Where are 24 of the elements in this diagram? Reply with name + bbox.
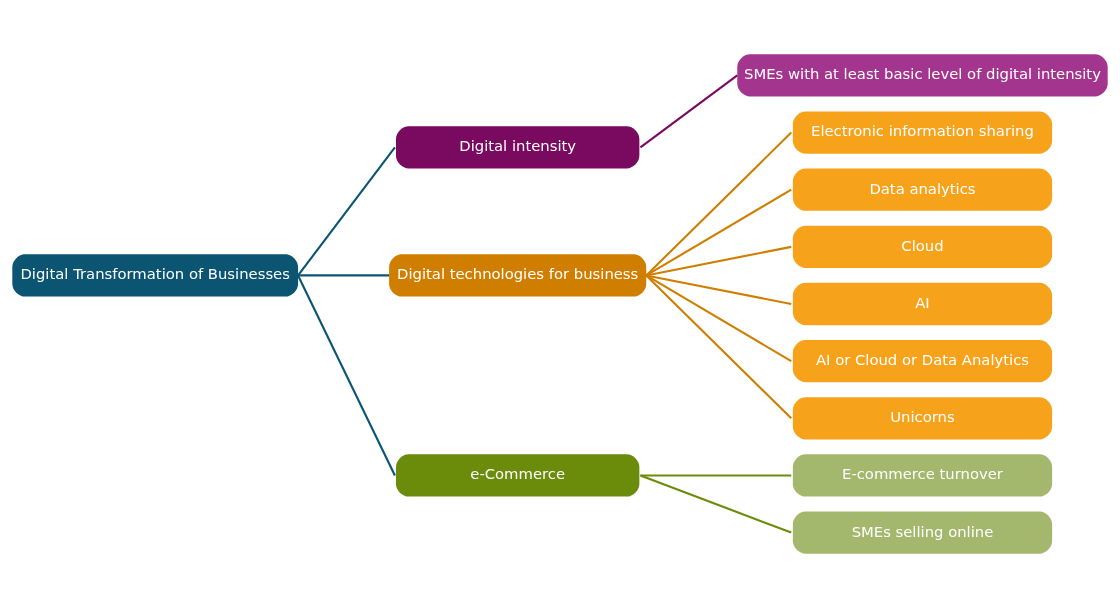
node-box: Digital Transformation of Businesses: [12, 254, 299, 297]
node-box: Cloud: [792, 225, 1053, 268]
connector: [297, 146, 396, 277]
node-box: E-commerce turnover: [792, 454, 1053, 497]
connector: [646, 274, 792, 306]
node-box: Electronic information sharing: [792, 111, 1053, 154]
node-box: Digital intensity: [395, 126, 640, 169]
node-box: Digital technologies for business: [389, 254, 647, 297]
node-box: SMEs selling online: [792, 511, 1053, 554]
node-box: AI: [792, 282, 1053, 326]
node-box: SMEs with at least basic level of digital intensity: [737, 54, 1108, 97]
connector: [646, 245, 792, 277]
connector: [640, 474, 792, 534]
node-box: AI or Cloud or Data Analytics: [792, 340, 1053, 383]
connector: [645, 188, 792, 277]
connector: [640, 474, 792, 477]
connector: [298, 274, 390, 277]
node-box: Unicorns: [792, 397, 1053, 440]
connector: [645, 131, 792, 277]
node-box: Data analytics: [792, 168, 1053, 211]
node-box: e-Commerce: [395, 454, 640, 497]
connector: [645, 274, 792, 420]
connector: [639, 74, 738, 149]
connector: [297, 274, 396, 476]
